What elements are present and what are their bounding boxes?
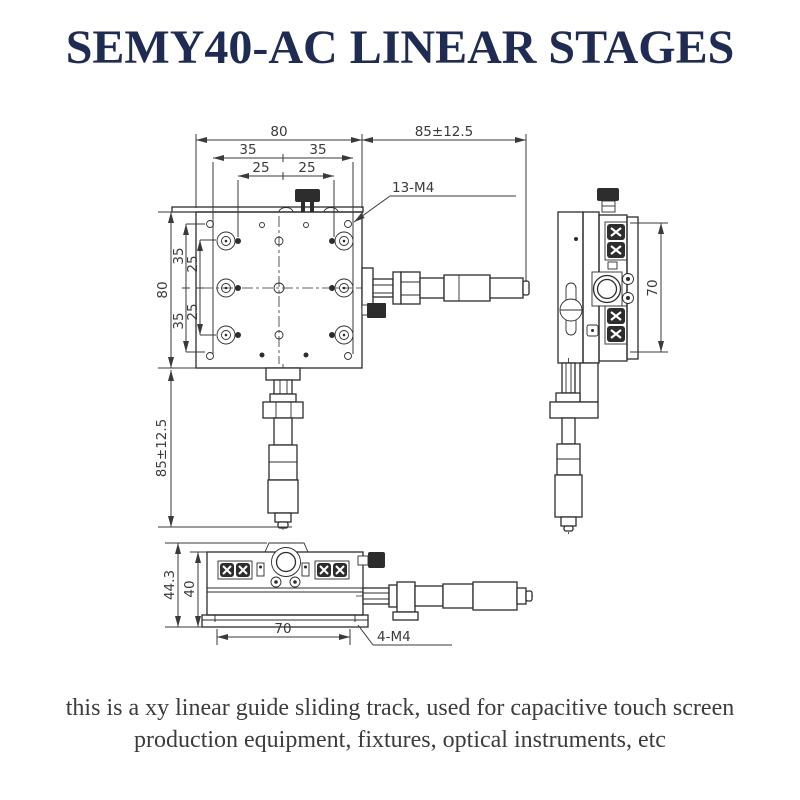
thread-callout-label: 4-M4: [377, 629, 411, 645]
socket-screw: [329, 325, 354, 345]
description-line-1: this is a xy linear guide sliding track,…: [65, 695, 735, 721]
micrometer-y: [262, 364, 304, 530]
bracket: [579, 362, 599, 403]
lock-knob: [295, 189, 320, 212]
side-view: 70: [549, 188, 668, 534]
dim-vspan-35-top: 35: [171, 247, 187, 264]
socket-screws: [216, 231, 354, 345]
dim-vspan-25-top: 25: [185, 255, 201, 272]
center-boss: [271, 547, 301, 577]
bracket: [396, 581, 416, 613]
dim-travel-y: 85±12.5: [154, 419, 170, 478]
bottom-body: [201, 542, 385, 628]
center-boss: [591, 271, 623, 307]
phillips-screw: [607, 326, 625, 342]
dim-overall-height: 44.3: [162, 570, 178, 600]
technical-drawing: 80 85±12.5 35 35 25 25 13-M4: [154, 124, 668, 646]
micrometer-y-side: [549, 358, 599, 534]
screw-bump: [323, 207, 339, 213]
socket-screw: [329, 231, 354, 251]
side-washer: [622, 273, 634, 285]
phillips-screw: [607, 242, 625, 258]
screw-bump: [278, 207, 294, 213]
side-washer: [622, 292, 634, 304]
phillips-screw: [607, 308, 625, 324]
dim-body-height: 40: [182, 580, 198, 597]
dim-vspan-35-bottom: 35: [171, 312, 187, 329]
thread-callout-label: 13-M4: [392, 180, 434, 196]
base-plate: [201, 614, 369, 628]
dim-span-25-left: 25: [252, 160, 269, 176]
phillips-screw: [333, 563, 347, 577]
bottom-view-dimensions: 44.3 40 70 4-M4: [162, 542, 452, 646]
bottom-washer: [270, 576, 282, 588]
side-body: [557, 211, 639, 364]
thread-callout-4-M4: 4-M4: [357, 624, 452, 646]
socket-screw: [216, 325, 241, 345]
dim-plate-width: 80: [270, 124, 287, 140]
front-view: 80 85±12.5 35 35 25 25 13-M4: [154, 124, 532, 530]
lock-knob: [367, 303, 386, 318]
slotted-screw: [559, 298, 583, 322]
dim-side-height: 70: [645, 279, 661, 296]
description-line-2: production equipment, fixtures, optical …: [134, 727, 666, 754]
side-view-dimensions: 70: [630, 222, 668, 353]
bottom-washer: [289, 576, 301, 588]
micrometer-x-bottom: [356, 581, 536, 621]
bottom-view: 44.3 40 70 4-M4: [162, 542, 536, 646]
socket-screw: [216, 231, 241, 251]
front-view-dimensions: 80 85±12.5 35 35 25 25 13-M4: [154, 124, 527, 528]
mounting-holes: [206, 220, 352, 360]
knob-stem: [357, 555, 369, 566]
dim-mount-width: 70: [274, 621, 291, 637]
bracket-foot: [392, 611, 419, 621]
dim-span-35-left: 35: [239, 142, 256, 158]
phillips-screw: [317, 563, 331, 577]
dim-plate-height: 80: [155, 281, 171, 298]
micrometer-x: [358, 267, 532, 318]
phillips-screw: [607, 224, 625, 240]
lock-knob: [597, 188, 619, 213]
phillips-screw: [236, 563, 250, 577]
dim-vspan-25-bottom: 25: [185, 303, 201, 320]
dim-travel-x: 85±12.5: [415, 124, 474, 140]
product-description: this is a xy linear guide sliding track,…: [0, 692, 800, 757]
centerlines: [202, 216, 358, 364]
dim-span-25-right: 25: [298, 160, 315, 176]
thread-callout-13-M4: 13-M4: [353, 180, 516, 223]
dim-span-35-right: 35: [309, 142, 326, 158]
lock-knob: [368, 552, 385, 568]
product-title: SEMY40-AC LINEAR STAGES: [65, 21, 735, 74]
phillips-screw: [220, 563, 234, 577]
bracket-foot: [549, 401, 599, 419]
